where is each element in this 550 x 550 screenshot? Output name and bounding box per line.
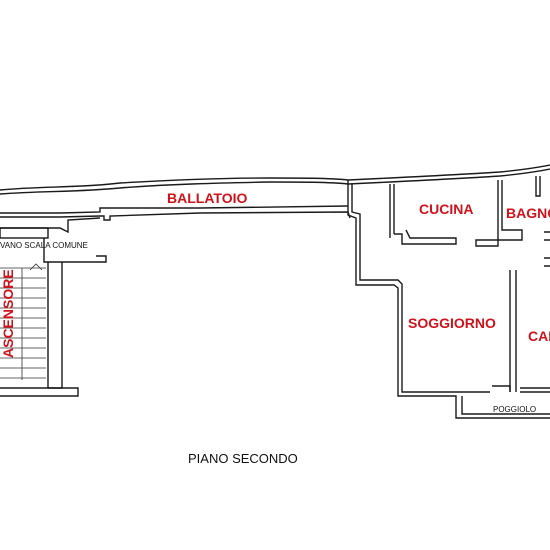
- room-label-ascensore: ASCENSORE: [0, 269, 16, 358]
- label-poggiolo: POGGIOLO: [493, 405, 536, 414]
- room-label-ballatoio: BALLATOIO: [167, 190, 247, 206]
- stair-treads: [0, 263, 46, 380]
- label-vano-scala-comune: VANO SCALA COMUNE: [0, 241, 88, 250]
- apartment-walls: [347, 176, 550, 419]
- stairwell: [0, 217, 107, 397]
- room-label-soggiorno: SOGGIORNO: [408, 315, 496, 331]
- plan-caption: PIANO SECONDO: [188, 451, 298, 466]
- room-label-camera: CAMERA: [528, 328, 550, 344]
- room-label-bagno: BAGNO: [506, 205, 550, 221]
- ballatoio-walls: [0, 164, 550, 221]
- room-label-cucina: CUCINA: [419, 201, 473, 217]
